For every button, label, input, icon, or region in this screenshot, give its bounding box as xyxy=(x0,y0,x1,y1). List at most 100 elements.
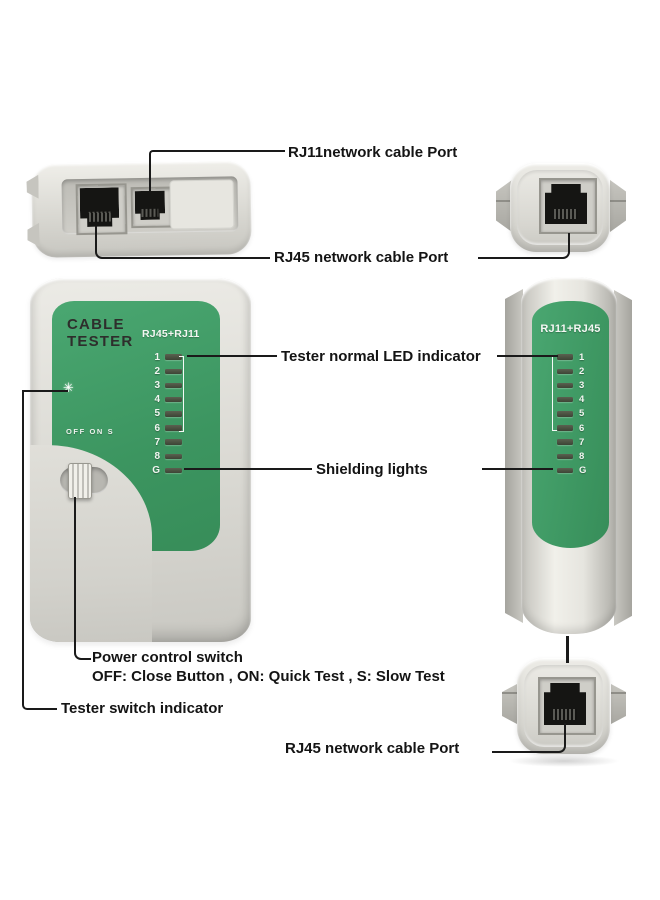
device-title-line1: CABLE xyxy=(67,316,125,333)
led-1-6-bracket xyxy=(179,356,184,432)
remote-side-view: RJ11+RJ45 1 2 3 4 5 6 7 8 G xyxy=(505,277,632,634)
callout-label-rj11-port: RJ11network cable Port xyxy=(288,144,458,161)
callout-line-led-left xyxy=(187,355,277,357)
remote-wing-right xyxy=(611,684,626,724)
led-column: 1 2 3 4 5 6 7 8 G xyxy=(147,350,182,478)
led-row: G xyxy=(557,464,591,478)
led-row: 5 xyxy=(147,407,182,421)
remote-top-view xyxy=(496,163,626,252)
led-label: 4 xyxy=(154,394,160,406)
rj45-port xyxy=(544,683,586,725)
led-bar xyxy=(557,439,573,445)
side-fin-left xyxy=(505,289,523,623)
indicator-burst-icon: ✳ xyxy=(63,380,74,395)
rj45-pins xyxy=(552,709,578,720)
led-row: G xyxy=(147,464,182,478)
rj45-port-frame xyxy=(538,677,596,735)
led-label: 1 xyxy=(579,351,585,363)
power-switch-knob xyxy=(68,463,92,499)
remote-bottom-view xyxy=(502,658,626,754)
led-column: 1 2 3 4 5 6 7 8 G xyxy=(557,350,591,478)
led-label: 5 xyxy=(579,408,585,420)
led-row: 3 xyxy=(557,378,591,392)
led-bar xyxy=(165,396,182,403)
rj45-pins xyxy=(553,208,579,220)
led-label: 7 xyxy=(579,436,585,448)
led-bar xyxy=(165,382,182,389)
callout-line-rj45-top-left xyxy=(95,226,270,259)
led-bar xyxy=(165,354,182,360)
led-row: 2 xyxy=(557,364,591,378)
led-1-6-bracket xyxy=(552,356,557,431)
callout-line-led-right xyxy=(497,355,558,357)
led-bar xyxy=(557,411,573,417)
seam-line xyxy=(502,692,517,694)
led-row: 4 xyxy=(557,393,591,407)
rj11-pins xyxy=(141,209,159,217)
led-label: G xyxy=(579,465,587,477)
drop-shadow xyxy=(508,755,620,767)
led-row: 2 xyxy=(147,364,182,378)
callout-label-power-desc: OFF: Close Button , ON: Quick Test , S: … xyxy=(92,668,445,685)
led-row: 1 xyxy=(557,350,591,364)
led-bar xyxy=(557,453,573,460)
rj45-pins xyxy=(88,212,111,223)
led-label: 3 xyxy=(579,379,585,391)
remote-wing-right xyxy=(610,180,626,232)
led-row: 7 xyxy=(557,435,591,449)
callout-label-rj45-port-top: RJ45 network cable Port xyxy=(274,249,449,266)
unit-connector-line xyxy=(566,636,569,663)
device-title-line2: TESTER xyxy=(67,333,134,350)
callout-label-led-indicator: Tester normal LED indicator xyxy=(281,348,481,365)
led-label: 8 xyxy=(579,450,585,462)
led-bar xyxy=(557,396,573,403)
led-bar xyxy=(165,411,182,417)
led-row: 1 xyxy=(147,350,182,364)
led-row: 7 xyxy=(147,435,182,449)
led-bar xyxy=(557,368,573,375)
side-green-panel: RJ11+RJ45 1 2 3 4 5 6 7 8 G xyxy=(532,301,609,548)
callout-line-power-switch xyxy=(74,497,91,660)
rj45-port xyxy=(545,184,587,224)
panel-heading: RJ45+RJ11 xyxy=(142,328,200,340)
rj11-port-frame xyxy=(130,186,174,229)
led-label: 2 xyxy=(154,365,160,377)
led-row: 8 xyxy=(557,449,591,463)
led-label: 5 xyxy=(154,408,160,420)
rj45-port-frame xyxy=(539,178,597,234)
remote-body xyxy=(510,163,610,252)
callout-line-shield-left xyxy=(184,468,312,470)
main-tester-front-view: CABLE TESTER RJ45+RJ11 1 2 3 4 5 6 7 8 G… xyxy=(30,278,251,642)
callout-line-rj45-bottom xyxy=(492,723,566,753)
led-label: 8 xyxy=(154,450,160,462)
case-tab xyxy=(27,223,39,247)
callout-line-shield-right xyxy=(482,468,553,470)
led-label: 6 xyxy=(154,422,160,434)
callout-line-indicator xyxy=(22,391,57,710)
led-row: 3 xyxy=(147,378,182,392)
led-bar xyxy=(165,425,182,431)
led-label: 6 xyxy=(579,422,585,434)
led-row: 6 xyxy=(557,421,591,435)
led-row: 4 xyxy=(147,393,182,407)
side-column: RJ11+RJ45 1 2 3 4 5 6 7 8 G xyxy=(521,277,617,634)
led-row: 8 xyxy=(147,449,182,463)
led-label: G xyxy=(152,465,160,477)
led-label: 1 xyxy=(154,351,160,363)
led-bar xyxy=(165,439,182,445)
callout-label-rj45-port-bottom: RJ45 network cable Port xyxy=(285,740,460,757)
callout-line-rj45-top-right xyxy=(478,233,570,259)
switch-scale-label: OFF ON S xyxy=(66,427,115,436)
seam-line xyxy=(611,692,626,694)
led-label: 3 xyxy=(154,379,160,391)
callout-label-power-title: Power control switch xyxy=(92,649,243,666)
seam-line xyxy=(610,200,626,202)
led-bar xyxy=(557,354,573,360)
device-title: CABLE TESTER xyxy=(67,316,133,350)
callout-line-indicator-top xyxy=(22,390,68,392)
led-bar xyxy=(165,467,182,474)
side-fin-right xyxy=(614,290,632,626)
led-bar xyxy=(557,382,573,389)
led-bar xyxy=(165,453,182,460)
